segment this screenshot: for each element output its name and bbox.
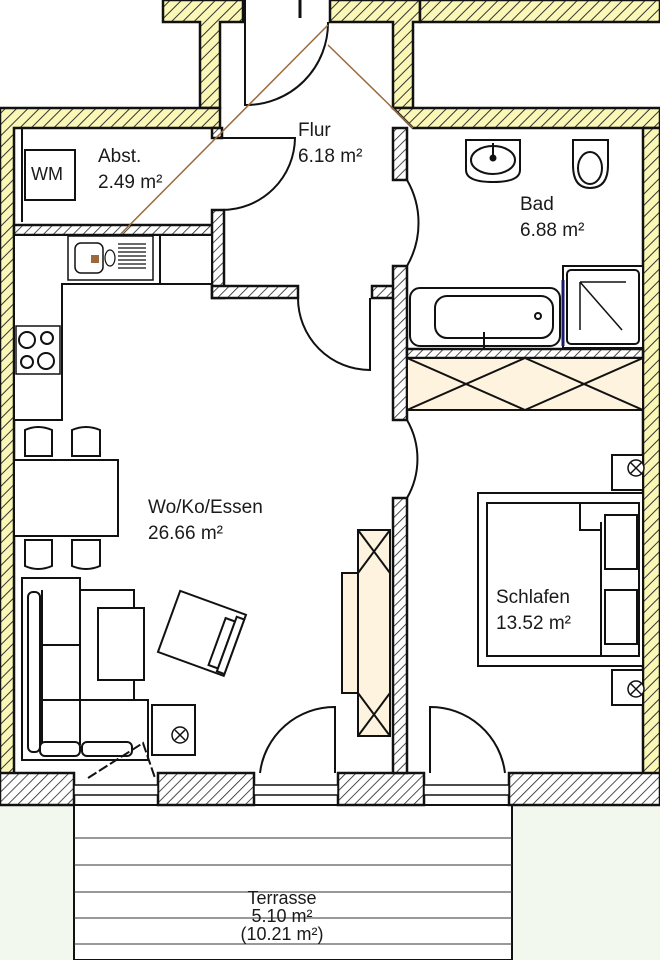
- entrance-door: [244, 0, 330, 107]
- coffee-table: [97, 607, 145, 681]
- schlafen-door: [406, 419, 419, 499]
- room-label-abst: Abst. 2.49 m²: [98, 144, 162, 195]
- room-area: 2.49 m²: [98, 171, 163, 193]
- tv-cabinet: [341, 529, 391, 737]
- doors: [221, 0, 506, 774]
- room-label-bad: Bad 6.88 m²: [520, 192, 584, 243]
- room-label-wohnen: Wo/Ko/Essen 26.66 m²: [148, 495, 263, 546]
- room-area-full: (10.21 m²): [240, 924, 324, 944]
- room-area: 6.18 m²: [298, 145, 363, 167]
- room-name: Abst.: [98, 146, 142, 167]
- abst-door: [221, 137, 297, 211]
- exterior-walls: [0, 0, 660, 792]
- room-label-schlafen: Schlafen 13.52 m²: [496, 585, 571, 636]
- bathroom-fixtures: [409, 139, 644, 349]
- terrace-door-right: [429, 705, 506, 774]
- terrace-deck: [73, 804, 513, 960]
- room-name: Flur: [298, 120, 331, 141]
- washing-machine: [24, 149, 76, 201]
- nightstands: [611, 454, 645, 706]
- bad-door: [406, 179, 420, 267]
- room-area: 26.66 m²: [148, 522, 223, 544]
- side-table-lamp: [151, 704, 196, 756]
- room-label-terrasse: Terrasse 5.10 m² (10.21 m²): [222, 889, 342, 943]
- room-area: 5.10 m²: [251, 906, 313, 926]
- room-name: Bad: [520, 194, 554, 215]
- window-swing: [87, 741, 156, 779]
- dining-set: [13, 426, 119, 570]
- room-name: Terrasse: [247, 888, 317, 908]
- room-label-flur: Flur 6.18 m²: [298, 118, 362, 169]
- sink-drain: [91, 255, 99, 263]
- room-area: 6.88 m²: [520, 219, 585, 241]
- interior-walls: [12, 126, 645, 775]
- kitchen-counter: [13, 234, 213, 421]
- south-wall: [0, 771, 660, 807]
- room-name: Wo/Ko/Essen: [148, 497, 263, 518]
- wohnen-door: [297, 297, 371, 372]
- room-name: Schlafen: [496, 587, 570, 608]
- wardrobe: [406, 357, 644, 411]
- room-area: 13.52 m²: [496, 612, 571, 634]
- bed: [477, 492, 644, 667]
- installation-lines: [94, 24, 414, 261]
- washing-machine-label: WM: [31, 164, 63, 184]
- armchair: [156, 589, 248, 678]
- terrace-door-left: [259, 705, 336, 774]
